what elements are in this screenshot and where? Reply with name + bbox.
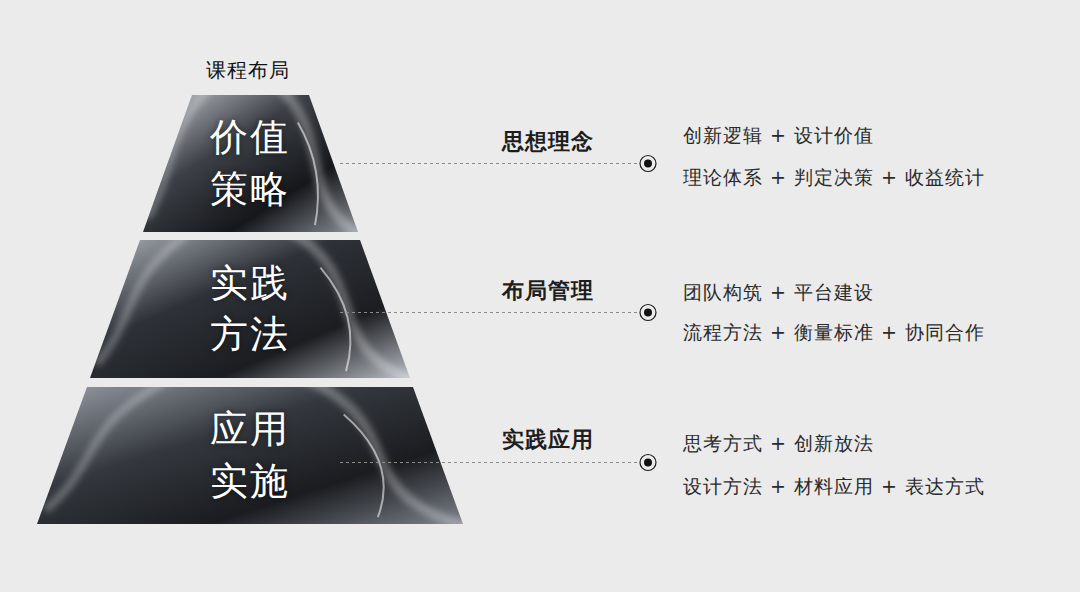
- dot-markers: [640, 156, 656, 471]
- item-text: 思考方式 + 创新放法: [683, 431, 874, 457]
- glass-edge: [344, 414, 384, 517]
- diagram-title: 课程布局: [206, 57, 290, 84]
- glass-swirl: [96, 240, 186, 364]
- band-fill: [90, 240, 410, 378]
- item-text: 流程方法 + 衡量标准 + 协同合作: [683, 320, 985, 346]
- item-text: 团队构筑 + 平台建设: [683, 280, 874, 306]
- dot-ring: [640, 455, 656, 471]
- item-text: 创新逻辑 + 设计价值: [683, 123, 874, 149]
- leader-line: [340, 462, 638, 463]
- dot-ring: [640, 156, 656, 172]
- item-text: 设计方法 + 材料应用 + 表达方式: [683, 474, 985, 500]
- glass-swirl: [147, 95, 207, 218]
- category-label: 实践应用: [502, 425, 594, 455]
- band-text-area: 价值 策略: [143, 95, 358, 232]
- band-title: 实践 方法: [206, 258, 293, 361]
- category-label: 思想理念: [502, 127, 594, 157]
- band-title: 应用 实施: [206, 404, 293, 507]
- band-fill: [143, 95, 358, 232]
- band-fill: [37, 387, 463, 524]
- leader-line: [340, 163, 638, 164]
- glass-band-shape: [90, 240, 410, 378]
- band-text-area: 应用 实施: [37, 387, 463, 524]
- glass-edge: [320, 268, 350, 372]
- leader-line: [340, 312, 638, 313]
- glass-swirl: [301, 387, 463, 524]
- band-title: 价值 策略: [207, 112, 294, 215]
- band-text-area: 实践 方法: [90, 240, 410, 378]
- category-label: 布局管理: [502, 276, 594, 306]
- pyramid-band: 价值 策略: [143, 95, 358, 232]
- glass-swirl: [288, 240, 410, 378]
- dot-ring: [640, 305, 656, 321]
- glass-highlights: [147, 95, 358, 232]
- dot-core: [644, 160, 652, 168]
- dot-core: [644, 309, 652, 317]
- item-text: 理论体系 + 判定决策 + 收益统计: [683, 165, 985, 191]
- glass-highlights: [96, 240, 410, 378]
- pyramid-band: 实践 方法: [90, 240, 410, 378]
- glass-highlights: [46, 387, 463, 524]
- dot-core: [644, 459, 652, 467]
- pyramid-band: 应用 实施: [37, 387, 463, 524]
- glass-swirl: [46, 387, 165, 510]
- glass-edge: [298, 122, 318, 225]
